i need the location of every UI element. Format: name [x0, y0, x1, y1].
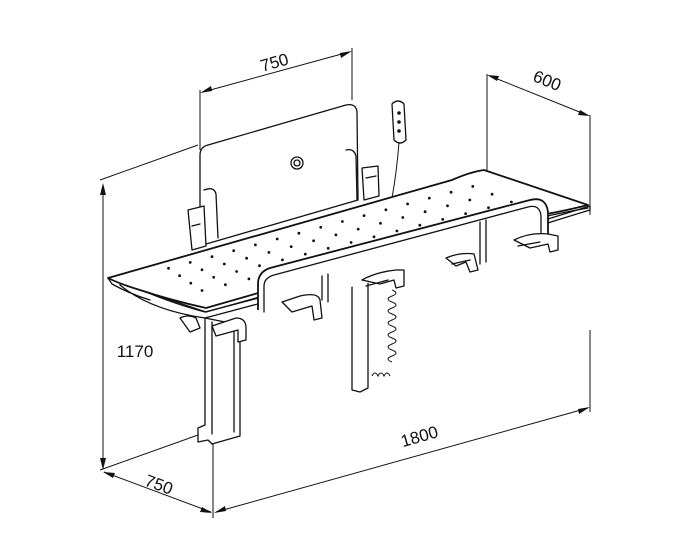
table-hole — [212, 275, 216, 279]
table-hole — [490, 192, 494, 196]
wall-frame — [187, 104, 397, 445]
table-hole — [267, 251, 271, 254]
dimension-750-bottom: 750 — [142, 471, 175, 499]
remote-control-icon — [391, 100, 407, 199]
table-hole — [303, 252, 307, 256]
table-hole — [349, 241, 353, 244]
dimension-750-top: 750 — [258, 50, 291, 76]
dimension-1170: 1170 — [117, 342, 154, 361]
dimension-1800: 1800 — [399, 422, 441, 451]
table-hole — [471, 185, 475, 188]
table-hole — [446, 204, 449, 208]
table-hole — [334, 233, 338, 237]
table-hole — [210, 255, 214, 258]
table-hole — [449, 190, 453, 194]
table-hole — [441, 218, 445, 221]
table-hole — [188, 261, 192, 264]
table-hole — [384, 208, 388, 212]
table-hole — [341, 220, 344, 223]
table-hole — [245, 256, 249, 260]
table-hole — [395, 229, 399, 233]
table-hole — [401, 216, 405, 219]
table-hole — [319, 225, 323, 229]
table-hole — [289, 245, 293, 249]
table-hole — [372, 235, 376, 239]
table-hole — [464, 212, 467, 216]
table-hole — [232, 249, 236, 253]
table-hole — [379, 221, 382, 225]
table-hole — [297, 231, 301, 235]
table-hole — [281, 258, 284, 262]
table-hole — [326, 246, 330, 250]
table-hole — [222, 262, 226, 266]
dimension-lines — [99, 48, 591, 518]
table-hole — [247, 277, 251, 281]
table-hole — [356, 227, 360, 231]
table-hole — [178, 274, 182, 278]
table-hole — [406, 202, 409, 206]
table-hole — [200, 289, 204, 292]
table-hole — [427, 196, 431, 200]
dimension-600: 600 — [530, 67, 563, 95]
table-hole — [275, 237, 279, 241]
table-hole — [487, 206, 490, 210]
table-hole — [362, 214, 366, 218]
table-hole — [312, 239, 315, 243]
safety-rail — [257, 198, 549, 313]
table-hole — [200, 268, 204, 272]
table-hole — [423, 210, 427, 214]
table-hole — [468, 198, 472, 202]
table-hole — [418, 223, 422, 227]
table-hole — [235, 270, 239, 273]
table-hole — [224, 283, 227, 287]
table-hole — [189, 281, 193, 285]
support-brackets — [179, 232, 559, 343]
table-hole — [254, 243, 257, 247]
table-hole — [258, 264, 261, 268]
table-hole — [510, 200, 513, 204]
table-hole — [167, 266, 170, 270]
